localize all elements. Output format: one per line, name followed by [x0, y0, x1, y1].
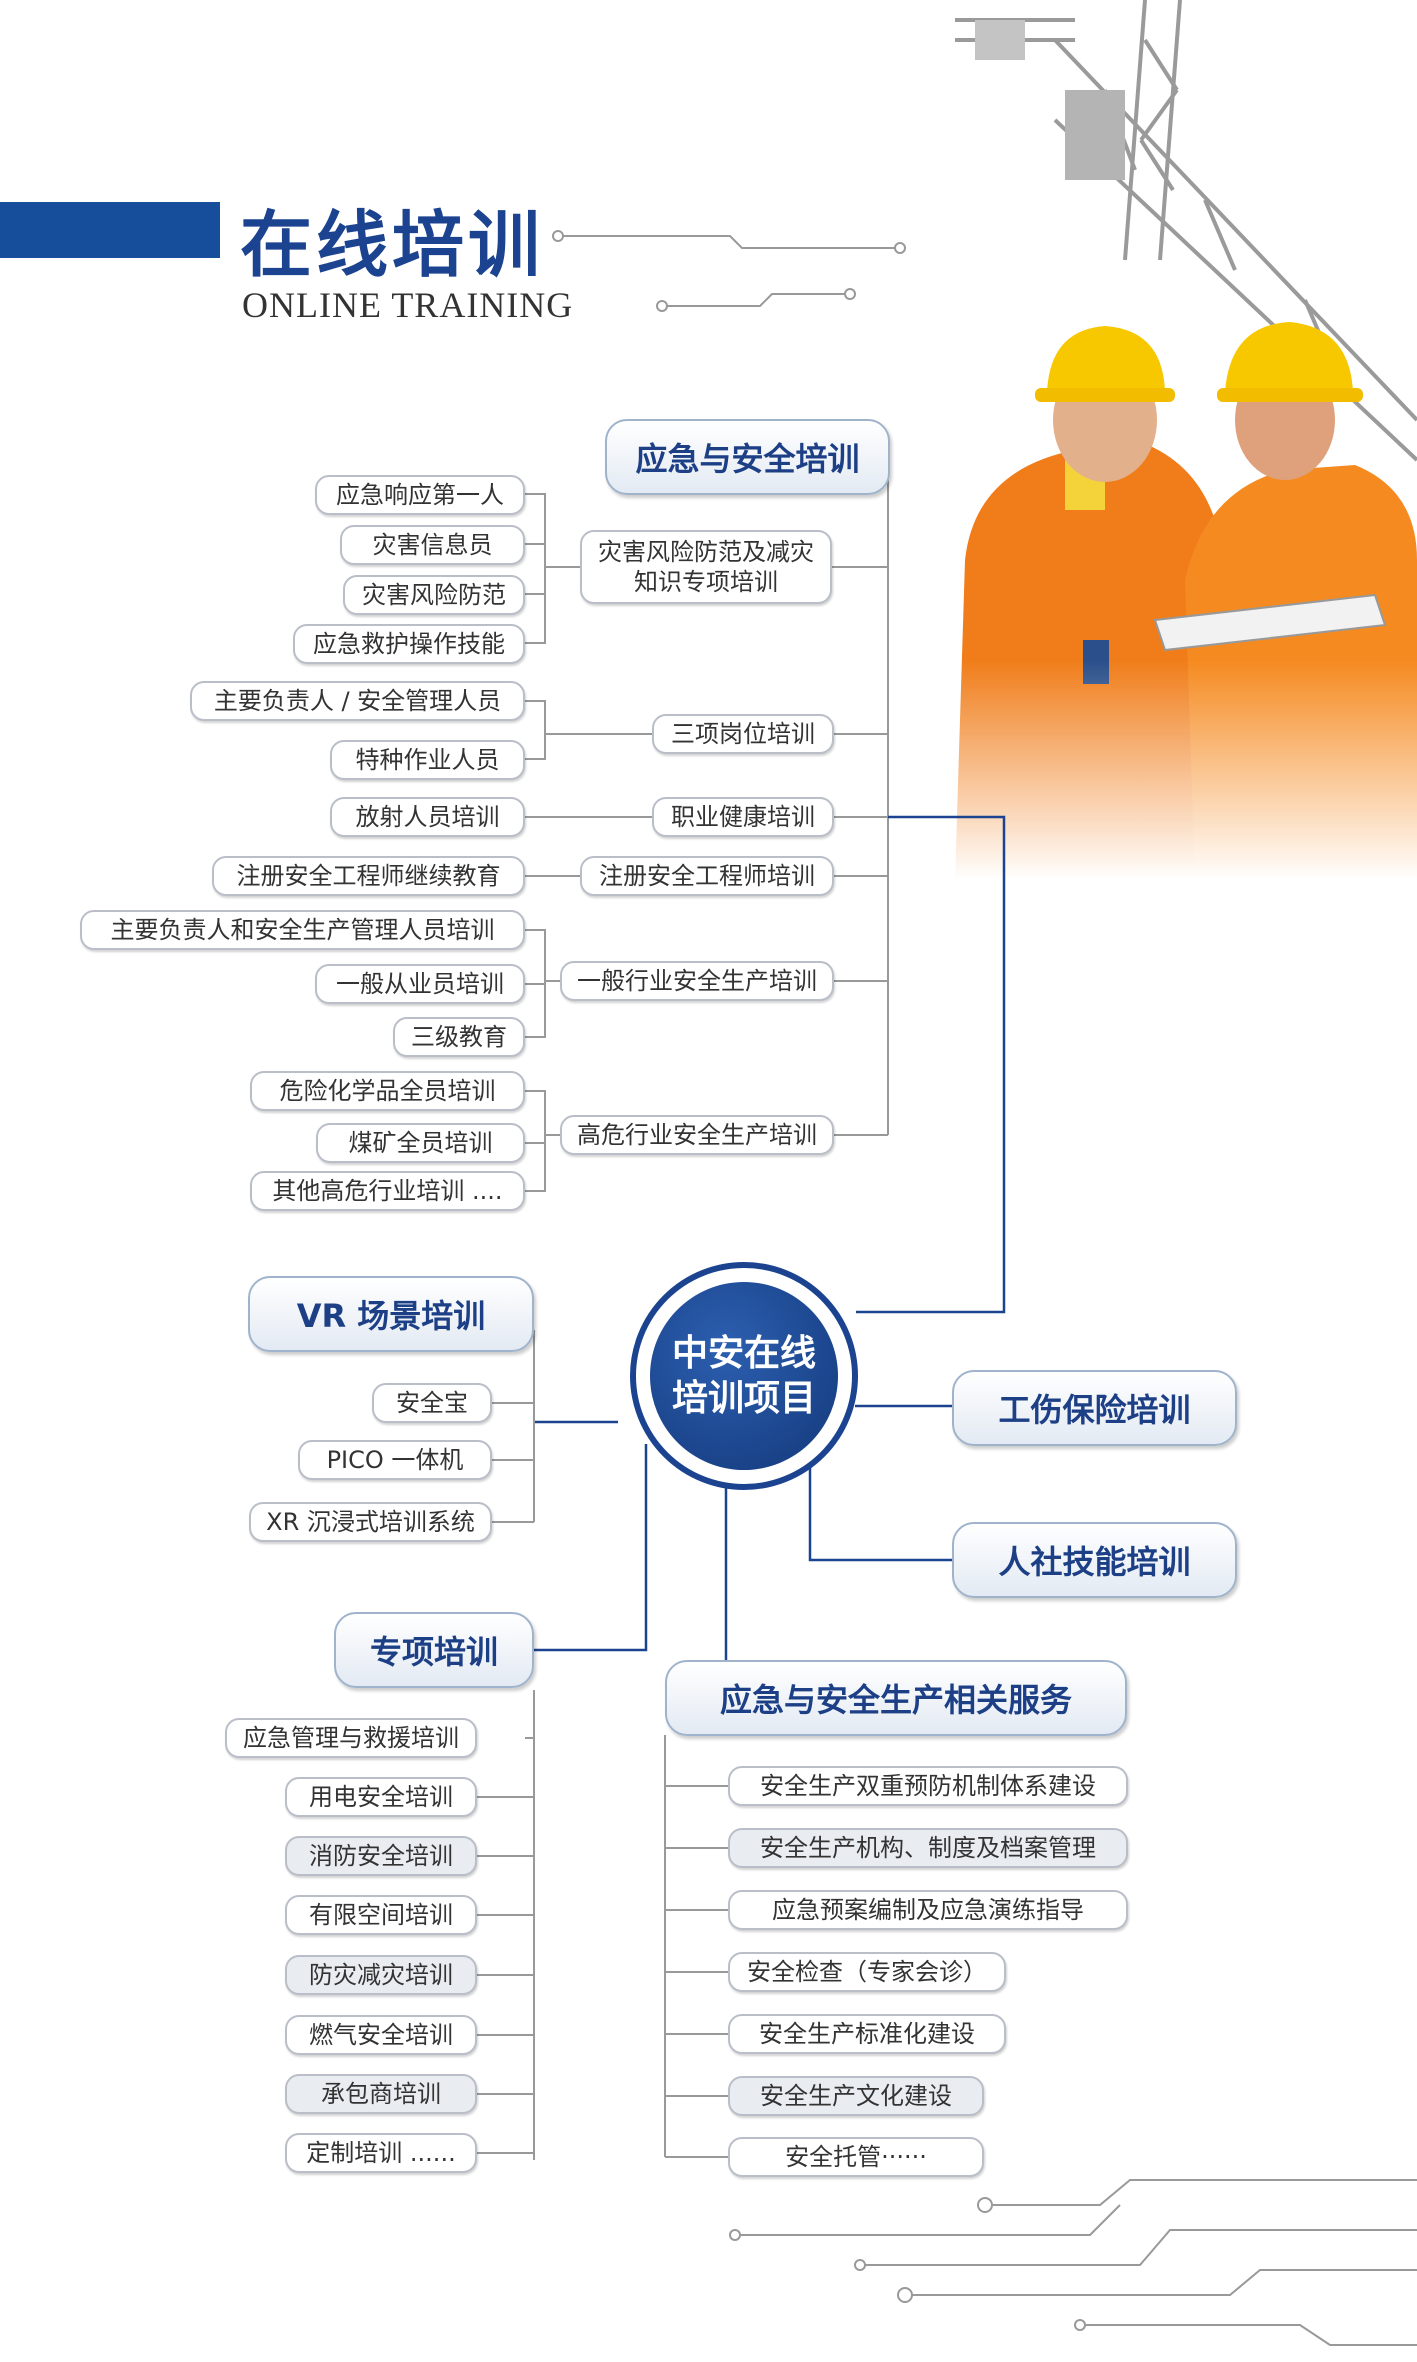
item-xr-immersive-system[interactable]: XR 沉浸式培训系统 [249, 1502, 492, 1542]
group-occupational-health[interactable]: 职业健康培训 [652, 797, 834, 837]
page-subtitle: ONLINE TRAINING [242, 285, 574, 325]
category-hr-skills[interactable]: 人社技能培训 [952, 1522, 1237, 1598]
group-high-risk-industry-training[interactable]: 高危行业安全生产培训 [560, 1115, 834, 1155]
service-safety-inspection[interactable]: 安全检查（专家会诊） [728, 1952, 1006, 1992]
center-node-inner: 中安在线 培训项目 [650, 1282, 838, 1470]
item-anquanbao[interactable]: 安全宝 [372, 1383, 492, 1423]
item-coal-mine[interactable]: 煤矿全员培训 [316, 1123, 525, 1163]
group-disaster-risk-line2: 知识专项培训 [634, 568, 778, 596]
service-standardization[interactable]: 安全生产标准化建设 [728, 2014, 1006, 2054]
center-title-line2: 培训项目 [671, 1378, 816, 1419]
item-principal-production-manager[interactable]: 主要负责人和安全生产管理人员培训 [80, 910, 525, 950]
category-emergency-safety[interactable]: 应急与安全培训 [605, 419, 890, 495]
item-gas-safety[interactable]: 燃气安全培训 [285, 2015, 477, 2055]
group-disaster-risk-line1: 灾害风险防范及减灾 [598, 538, 814, 566]
group-general-industry-training[interactable]: 一般行业安全生产培训 [560, 961, 834, 1001]
workers-photo [955, 0, 1417, 880]
page-title: 在线培训 [240, 203, 545, 287]
center-node[interactable]: 中安在线 培训项目 [630, 1262, 858, 1490]
center-title-line1: 中安在线 [671, 1333, 816, 1374]
item-fire-safety[interactable]: 消防安全培训 [285, 1836, 477, 1876]
item-pico-headset[interactable]: PICO 一体机 [298, 1440, 492, 1480]
item-principal-safety-manager[interactable]: 主要负责人 / 安全管理人员 [190, 681, 525, 721]
group-three-position-training[interactable]: 三项岗位培训 [652, 714, 834, 754]
category-injury-insurance[interactable]: 工伤保险培训 [952, 1370, 1237, 1446]
item-confined-space[interactable]: 有限空间培训 [285, 1895, 477, 1935]
item-custom-training[interactable]: 定制培训 ...... [285, 2133, 477, 2173]
service-dual-prevention[interactable]: 安全生产双重预防机制体系建设 [728, 1766, 1128, 1806]
item-disaster-reduction[interactable]: 防灾减灾培训 [285, 1955, 477, 1995]
item-first-responder[interactable]: 应急响应第一人 [315, 475, 525, 515]
service-safety-custody[interactable]: 安全托管······ [728, 2137, 984, 2177]
category-special-training[interactable]: 专项培训 [334, 1612, 534, 1688]
item-electrical-safety[interactable]: 用电安全培训 [285, 1777, 477, 1817]
category-vr-training[interactable]: VR 场景培训 [248, 1276, 534, 1352]
item-other-high-risk[interactable]: 其他高危行业培训 .... [250, 1171, 525, 1211]
item-hazardous-chemicals[interactable]: 危险化学品全员培训 [250, 1071, 525, 1111]
group-disaster-risk-training[interactable]: 灾害风险防范及减灾 知识专项培训 [580, 530, 832, 604]
item-disaster-prevention[interactable]: 灾害风险防范 [343, 575, 525, 615]
service-institution-archives[interactable]: 安全生产机构、制度及档案管理 [728, 1828, 1128, 1868]
service-safety-culture[interactable]: 安全生产文化建设 [728, 2076, 984, 2116]
item-special-operators[interactable]: 特种作业人员 [330, 740, 525, 780]
category-services[interactable]: 应急与安全生产相关服务 [665, 1660, 1127, 1736]
title-accent-bar [0, 202, 220, 258]
item-three-level-education[interactable]: 三级教育 [393, 1017, 525, 1057]
item-emergency-rescue[interactable]: 应急管理与救援培训 [225, 1718, 477, 1758]
item-general-workers[interactable]: 一般从业员培训 [315, 964, 525, 1004]
item-radiation-staff[interactable]: 放射人员培训 [330, 797, 525, 837]
item-registered-engineer-education[interactable]: 注册安全工程师继续教育 [212, 856, 525, 896]
item-contractor-training[interactable]: 承包商培训 [285, 2074, 477, 2114]
item-first-aid-skills[interactable]: 应急救护操作技能 [293, 624, 525, 664]
item-disaster-informant[interactable]: 灾害信息员 [340, 525, 525, 565]
group-registered-engineer-training[interactable]: 注册安全工程师培训 [580, 856, 834, 896]
service-emergency-plan[interactable]: 应急预案编制及应急演练指导 [728, 1890, 1128, 1930]
